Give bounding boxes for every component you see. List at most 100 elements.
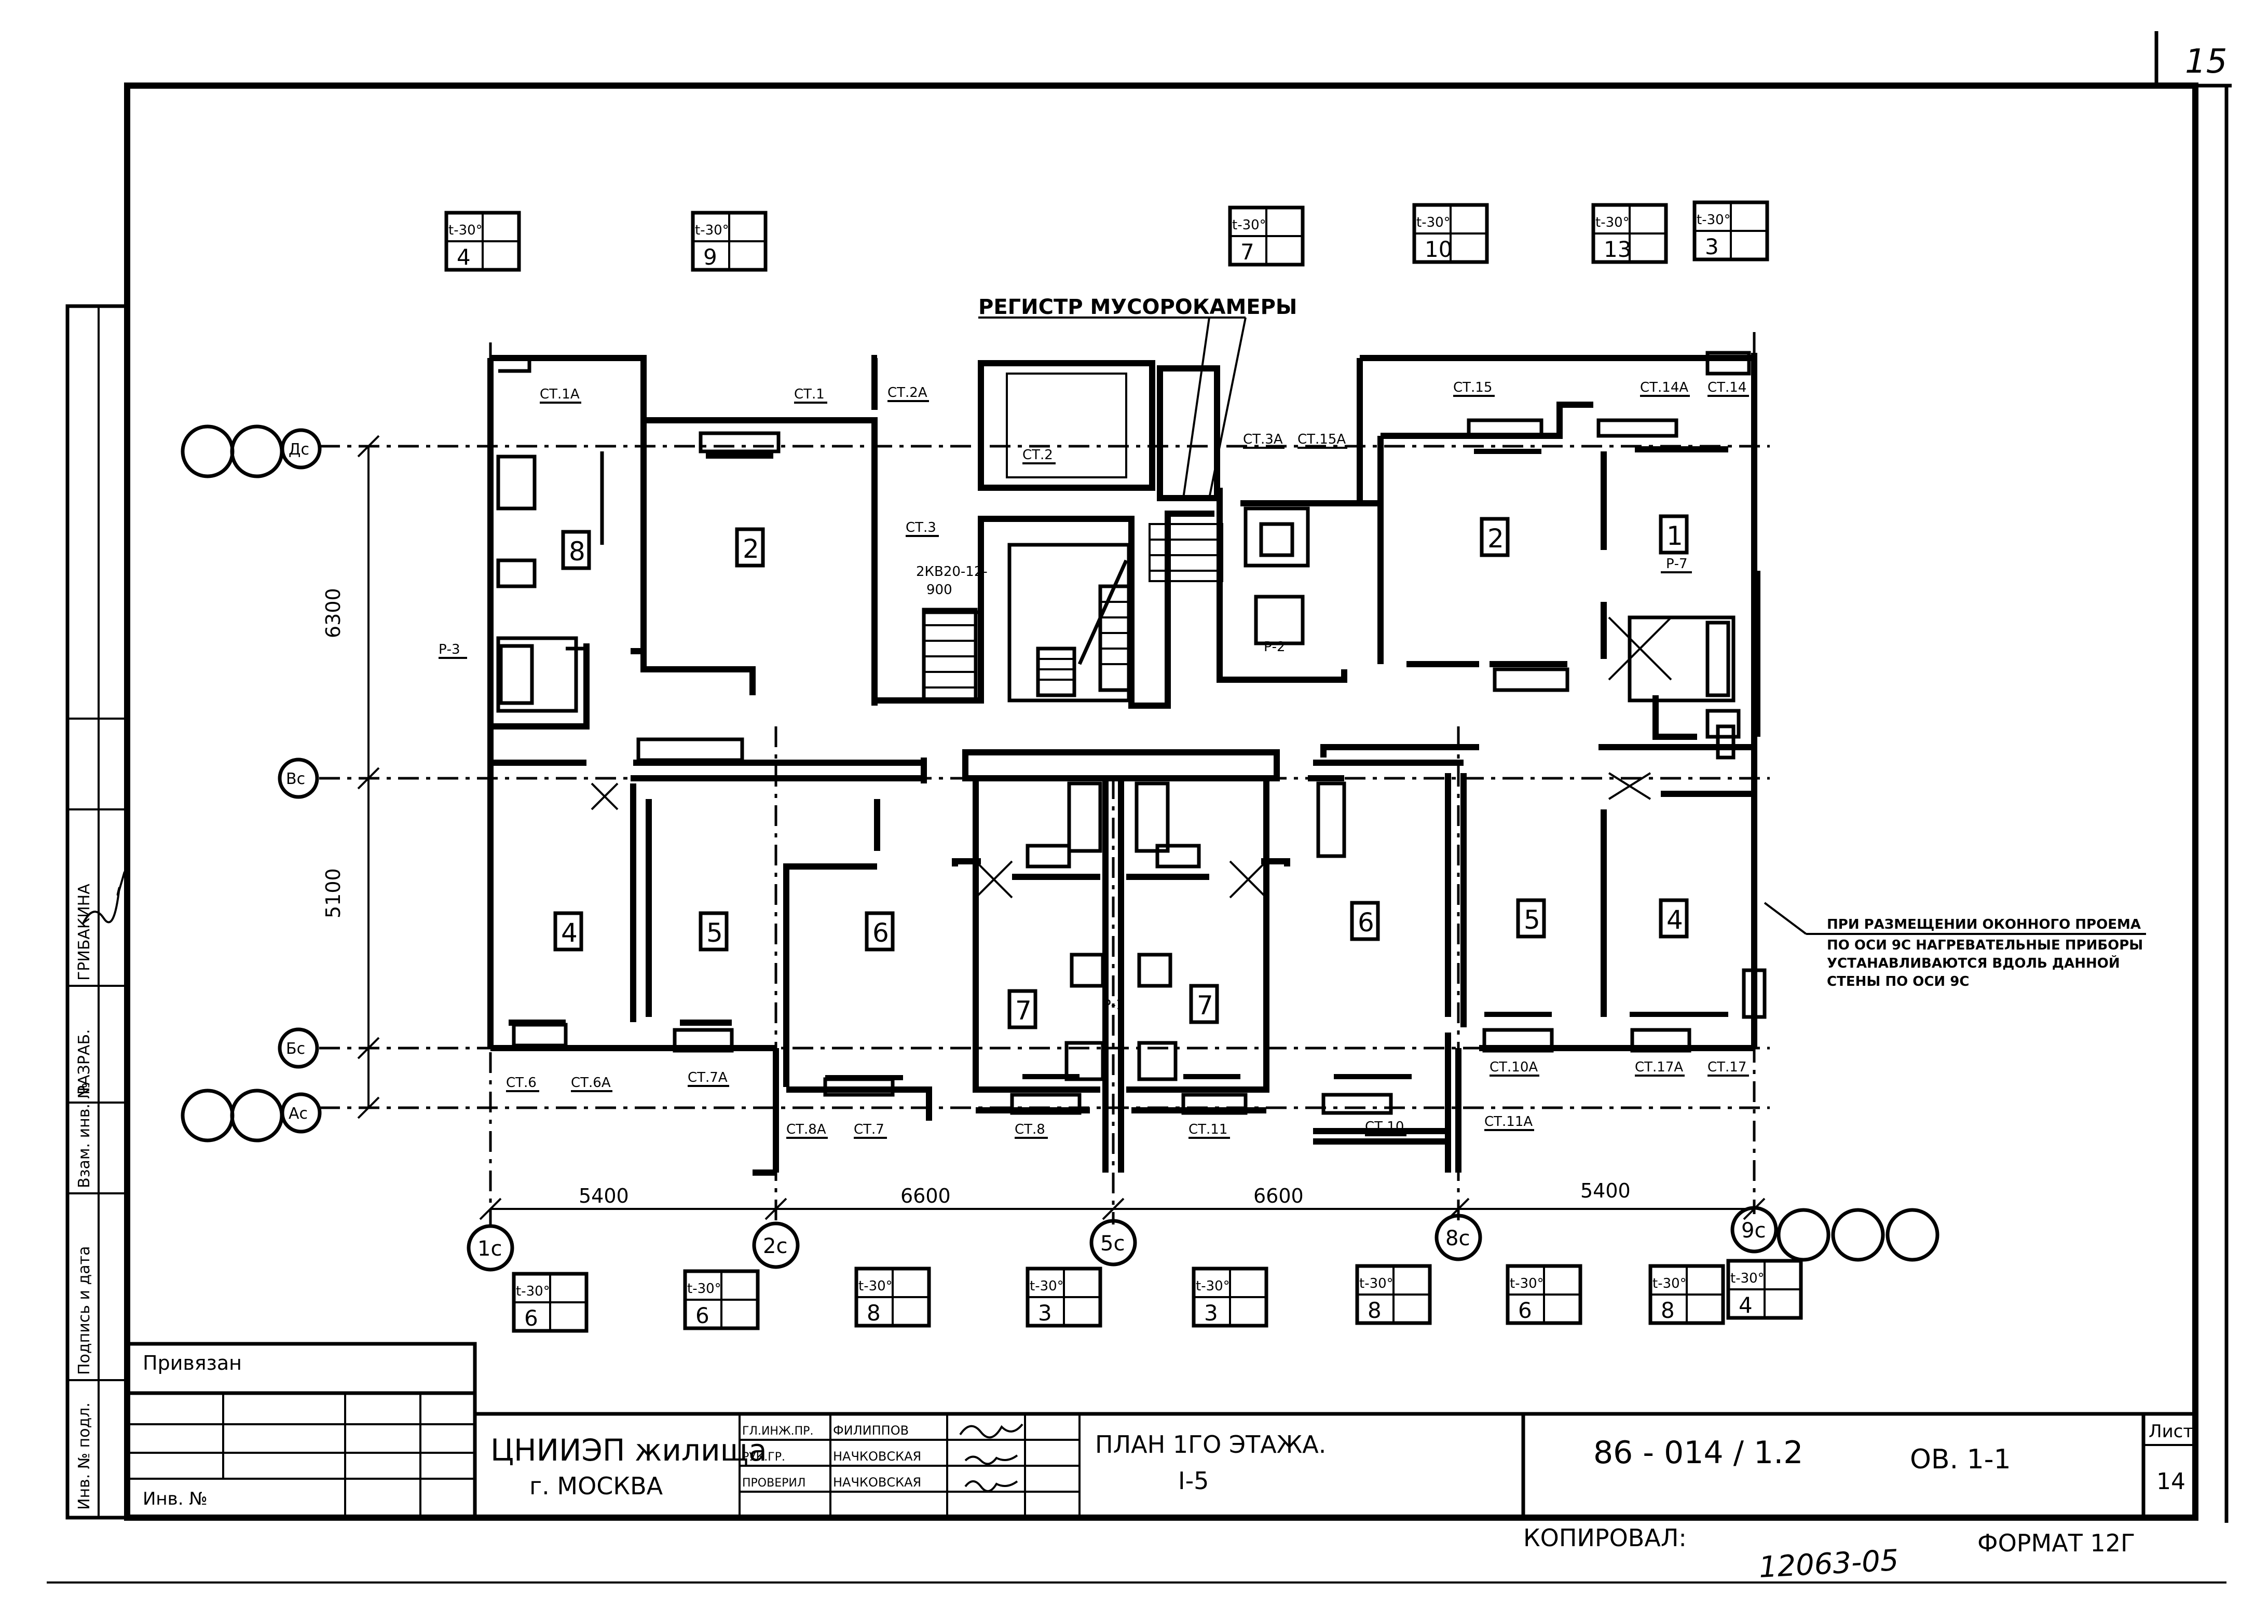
convector-label-2: 900	[926, 582, 952, 598]
side-signature	[82, 871, 126, 924]
privyazan-label: Привязан	[143, 1352, 242, 1374]
side-razrab: РАЗРАБ.	[75, 1029, 93, 1095]
dim-left-1: 6300	[322, 588, 345, 638]
stamp-name-2: НАЧКОВСКАЯ	[833, 1449, 921, 1464]
riser-13: СТ.7А	[688, 1070, 728, 1085]
riser-5: СТ.3	[906, 520, 936, 535]
room-3: 2	[1480, 517, 1510, 557]
riser-15: СТ.7	[854, 1122, 884, 1137]
stamp-role-3: ПРОВЕРИЛ	[742, 1477, 805, 1490]
temp-box-bottom-7-temp: t-30°	[1510, 1276, 1544, 1291]
svg-text:5с: 5с	[1100, 1232, 1125, 1256]
side-inv-podl: Инв. № подл.	[75, 1402, 93, 1510]
riser-9: СТ.14А	[1640, 380, 1688, 395]
temp-box-top-6-temp: t-30°	[1697, 212, 1731, 228]
dim-bottom-4: 5400	[1580, 1179, 1631, 1202]
riser-4: СТ.2	[1022, 447, 1053, 463]
room-12: 4	[1659, 898, 1689, 939]
temp-box-top-1-value: 4	[457, 244, 471, 270]
temp-box-bottom-5-temp: t-30°	[1196, 1278, 1230, 1294]
riser-7: СТ.15А	[1297, 432, 1346, 447]
svg-text:9с: 9с	[1741, 1219, 1766, 1243]
side-vzam: Взам. инв. №	[75, 1082, 93, 1188]
temp-box-top-5: t-30°13	[1591, 203, 1668, 264]
temp-box-top-4-temp: t-30°	[1416, 215, 1451, 230]
room-7: 6	[865, 911, 895, 952]
room-8: 7	[1007, 989, 1037, 1029]
temp-box-top-4: t-30° 10	[1412, 203, 1489, 264]
room-number: 2	[743, 534, 759, 564]
riser-17: СТ.11	[1188, 1122, 1227, 1137]
side-person: ГРИБАКИНА	[75, 884, 93, 981]
room-5: 4	[553, 911, 583, 952]
riser-18: СТ.10	[1365, 1119, 1404, 1135]
building-walls	[487, 351, 1767, 1176]
riser-8: СТ.15	[1453, 380, 1492, 395]
stamp-role-1: ГЛ.ИНЖ.ПР.	[742, 1425, 813, 1438]
temp-box-top-6-value: 3	[1705, 234, 1719, 259]
riser-1: СТ.1А	[540, 387, 580, 402]
drawing-suffix: ОВ. 1-1	[1910, 1444, 2011, 1475]
temp-box-top-4-value: 10	[1425, 237, 1452, 262]
sheet-label: Лист	[2149, 1421, 2193, 1442]
temp-box-bottom-7-value: 6	[1518, 1298, 1532, 1323]
room-6: 5	[699, 911, 729, 952]
dim-bottom-2: 6600	[900, 1185, 951, 1207]
temp-box-bottom-2-temp: t-30°	[687, 1281, 721, 1297]
temp-box-top-1-temp: t-30°	[448, 223, 483, 238]
riser-10: СТ.14	[1707, 380, 1746, 395]
note-line-1: ПРИ РАЗМЕЩЕНИИ ОКОННОГО ПРОЕМА	[1827, 917, 2141, 932]
temp-box-bottom-4: t-30°3	[1026, 1267, 1102, 1328]
room-number: 7	[1015, 996, 1032, 1026]
temp-box-bottom-3-value: 8	[867, 1300, 881, 1326]
room-number: 6	[872, 918, 889, 948]
axis-bubble-vc: Вс	[278, 758, 319, 799]
temp-box-bottom-1-temp: t-30°	[516, 1284, 550, 1299]
riser-6: СТ.3А	[1243, 432, 1283, 447]
temp-box-bottom-6-value: 8	[1368, 1298, 1382, 1323]
dimension-lines	[357, 435, 1766, 1220]
svg-text:Вс: Вс	[286, 770, 305, 788]
temp-box-bottom-6-temp: t-30°	[1359, 1276, 1393, 1291]
room-number: 4	[1666, 905, 1683, 935]
room-number: 4	[561, 918, 578, 948]
axis-bubble-ac: Ас	[181, 1089, 322, 1143]
room-10: 6	[1350, 901, 1380, 941]
riser-14: СТ.8А	[786, 1122, 826, 1137]
room-number: 5	[1524, 905, 1540, 935]
room-number: 5	[706, 918, 723, 948]
temp-box-bottom-4-temp: t-30°	[1030, 1278, 1064, 1294]
temperature-boxes-bottom: t-30°6t-30°6t-30°8t-30°3t-30°3t-30°8t-30…	[512, 1259, 1803, 1333]
riser-3: СТ.2А	[887, 385, 927, 401]
riser-20: СТ.10А	[1490, 1059, 1538, 1075]
temp-box-top-2-value: 9	[703, 244, 717, 270]
sheet-value: 14	[2156, 1468, 2185, 1495]
stamp-name-1: ФИЛИППОВ	[833, 1423, 909, 1438]
temp-box-top-3-value: 7	[1240, 239, 1254, 265]
room-number: 7	[1197, 990, 1213, 1021]
temp-box-bottom-9-value: 4	[1739, 1292, 1753, 1318]
svg-text:1с: 1с	[477, 1237, 502, 1261]
temp-box-top-2: t-30° 9	[691, 211, 768, 272]
temp-box-top-5-value: 13	[1604, 237, 1631, 262]
copied-value: 12063-05	[1758, 1544, 1900, 1585]
room-1: 8	[561, 530, 591, 570]
plan-title-2: I-5	[1178, 1467, 1209, 1495]
room-2: 2	[735, 527, 765, 568]
riser-16: СТ.8	[1015, 1122, 1045, 1137]
note-line-4: СТЕНЫ ПО ОСИ 9С	[1827, 974, 1969, 989]
inv-no-label: Инв. №	[143, 1489, 208, 1509]
pipe-r1: Р-1	[1103, 997, 1125, 1013]
temp-box-top-2-temp: t-30°	[695, 223, 729, 238]
temp-box-bottom-7: t-30° 6	[1506, 1264, 1582, 1325]
temp-box-bottom-3-temp: t-30°	[858, 1278, 893, 1294]
room-number: 8	[569, 536, 585, 567]
room-number: 6	[1358, 907, 1374, 938]
note-line-2: ПО ОСИ 9С НАГРЕВАТЕЛЬНЫЕ ПРИБОРЫ	[1827, 938, 2143, 953]
temp-box-bottom-1: t-30°6	[512, 1272, 589, 1333]
temp-box-bottom-2-value: 6	[695, 1303, 709, 1328]
temp-box-top-6: t-30° 3	[1692, 200, 1769, 262]
temp-box-bottom-8-temp: t-30°	[1652, 1276, 1687, 1291]
signature-1	[959, 1423, 1023, 1439]
